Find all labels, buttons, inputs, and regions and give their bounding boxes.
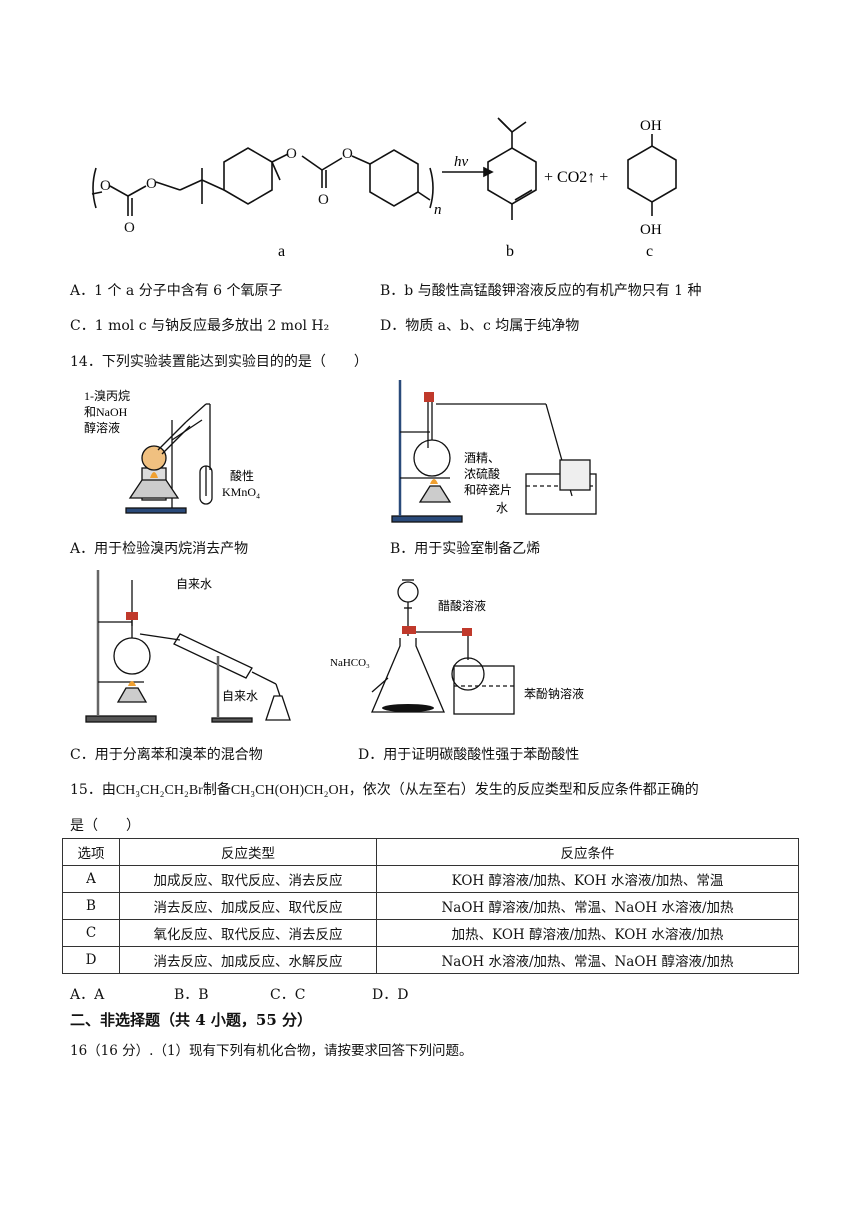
svg-text:O: O: [124, 220, 135, 236]
q13-option-a: A．1 个 a 分子中含有 6 个氧原子: [70, 283, 283, 299]
q15-stem-suffix: ，依次（从左至右）发生的反应类型和反应条件都正确的: [348, 782, 699, 798]
table-cell: 消去反应、加成反应、水解反应: [119, 946, 377, 974]
figure-c-apparatus: 自来水 自来水: [85, 570, 291, 723]
fig-a-label2: 和NaOH: [84, 405, 128, 419]
figure-b-apparatus: 酒精、 浓硫酸 和碎瓷片 水: [391, 380, 597, 523]
fig-d-label2: NaHCO₃: [330, 657, 370, 669]
svg-text:O: O: [318, 192, 329, 208]
fig-b-label1: 酒精、: [464, 451, 500, 465]
q15-reactant: CH₃CH₂CH₂Br: [115, 783, 203, 798]
fig-c-label2: 自来水: [222, 689, 258, 703]
q15-stem: 15．由CH₃CH₂CH₂Br制备CH₃CH(OH)CH₂OH，依次（从左至右）…: [70, 779, 699, 799]
q14-option-d: D．用于证明碳酸酸性强于苯酚酸性: [358, 747, 580, 763]
fig-d-label3: 苯酚钠溶液: [524, 686, 584, 701]
q13-option-c: C．1 mol c 与钠反应最多放出 2 mol H₂: [70, 318, 330, 334]
repeat-subscript: n: [434, 202, 442, 218]
hv-label: hv: [454, 154, 469, 170]
q15-choice-d: D．D: [372, 987, 409, 1003]
table-cell: D: [62, 946, 120, 974]
table-cell: C: [62, 919, 120, 947]
q14-option-b: B．用于实验室制备乙烯: [390, 541, 541, 557]
q14-option-a: A．用于检验溴丙烷消去产物: [70, 541, 249, 557]
oh-bottom-label: OH: [640, 222, 662, 238]
figure-a-apparatus: 1-溴丙烷 和NaOH 醇溶液 酸性 KMnO₄: [84, 389, 260, 514]
q15-choice-a: A．A: [70, 987, 105, 1003]
table-header: 选项: [62, 838, 120, 866]
q15-stem-line2: 是（ ）: [70, 818, 140, 834]
fig-b-label3: 和碎瓷片: [464, 482, 512, 497]
compound-a-label: a: [278, 243, 285, 260]
q13-reaction-scheme: O O O O O O n hv + CO2↑ + OH OH a b c: [91, 117, 677, 260]
compound-c-label: c: [646, 243, 653, 260]
figure-d-apparatus: 醋酸溶液 NaHCO₃ 苯酚钠溶液: [330, 579, 584, 715]
co2-label: + CO2↑ +: [544, 169, 608, 186]
table-cell: KOH 醇溶液/加热、KOH 水溶液/加热、常温: [376, 865, 799, 893]
q13-option-b: B．b 与酸性高锰酸钾溶液反应的有机产物只有 1 种: [380, 283, 702, 299]
table-row: C 氧化反应、取代反应、消去反应 加热、KOH 醇溶液/加热、KOH 水溶液/加…: [62, 919, 799, 947]
table-cell: 氧化反应、取代反应、消去反应: [119, 919, 377, 947]
section-heading: 二、非选择题（共 4 小题，55 分）: [70, 1011, 312, 1029]
fig-a-label3: 醇溶液: [84, 420, 120, 435]
table-cell: B: [62, 892, 120, 920]
svg-text:O: O: [286, 146, 297, 162]
fig-a-label5: KMnO₄: [222, 485, 260, 499]
fig-b-label2: 浓硫酸: [464, 466, 500, 481]
q14-stem: 14．下列实验装置能达到实验目的的是（ ）: [70, 354, 368, 370]
q13-option-d: D．物质 a、b、c 均属于纯净物: [380, 318, 580, 334]
table-header-row: 选项 反应类型 反应条件: [62, 838, 799, 866]
table-header: 反应条件: [376, 838, 799, 866]
q15-stem-prefix: 15．由: [70, 782, 116, 798]
q16-stem: 16（16 分）.（1）现有下列有机化合物，请按要求回答下列问题。: [70, 1043, 473, 1059]
table-row: D 消去反应、加成反应、水解反应 NaOH 水溶液/加热、常温、NaOH 醇溶液…: [62, 946, 799, 974]
table-cell: 加热、KOH 醇溶液/加热、KOH 水溶液/加热: [376, 919, 799, 947]
fig-a-label4: 酸性: [230, 468, 254, 483]
fig-a-label1: 1-溴丙烷: [84, 389, 130, 403]
table-cell: 加成反应、取代反应、消去反应: [119, 865, 377, 893]
q14-option-c: C．用于分离苯和溴苯的混合物: [70, 747, 263, 763]
table-cell: NaOH 醇溶液/加热、常温、NaOH 水溶液/加热: [376, 892, 799, 920]
compound-b-label: b: [506, 243, 514, 260]
svg-text:O: O: [100, 178, 111, 194]
fig-b-label4: 水: [496, 501, 508, 515]
fig-d-label1: 醋酸溶液: [438, 598, 486, 613]
table-row: B 消去反应、加成反应、取代反应 NaOH 醇溶液/加热、常温、NaOH 水溶液…: [62, 892, 799, 920]
q15-stem-mid: 制备: [202, 782, 231, 798]
table-cell: A: [62, 865, 120, 893]
table-cell: 消去反应、加成反应、取代反应: [119, 892, 377, 920]
fig-c-label1: 自来水: [176, 577, 212, 591]
table-row: A 加成反应、取代反应、消去反应 KOH 醇溶液/加热、KOH 水溶液/加热、常…: [62, 865, 799, 893]
table-header: 反应类型: [119, 838, 377, 866]
q15-table: 选项 反应类型 反应条件 A 加成反应、取代反应、消去反应 KOH 醇溶液/加热…: [62, 838, 799, 974]
svg-text:O: O: [342, 146, 353, 162]
q15-product: CH₃CH(OH)CH₂OH: [230, 783, 349, 798]
oh-top-label: OH: [640, 118, 662, 134]
table-cell: NaOH 水溶液/加热、常温、NaOH 醇溶液/加热: [376, 946, 799, 974]
q15-choice-b: B．B: [174, 987, 209, 1003]
svg-text:O: O: [146, 176, 157, 192]
q15-choice-c: C．C: [270, 987, 306, 1003]
